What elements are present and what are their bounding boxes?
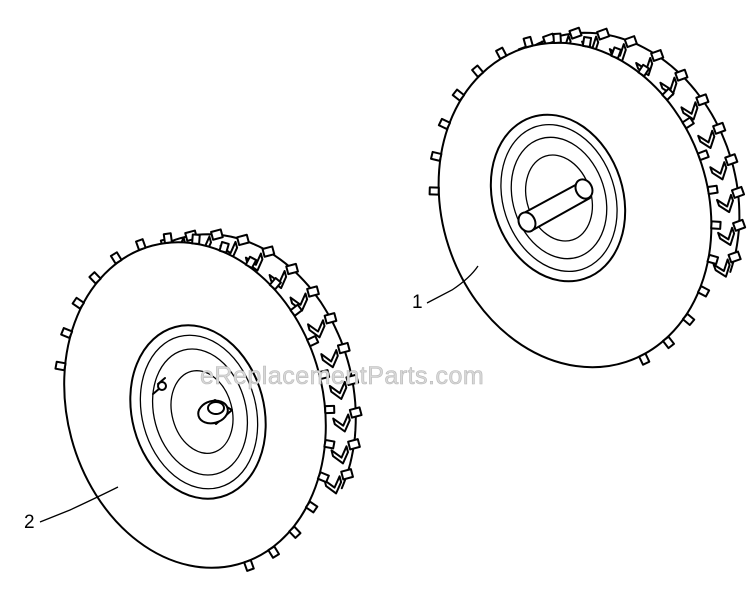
watermark-text: eReplacementParts.com <box>200 362 484 390</box>
wheel-2-rim <box>129 324 267 500</box>
callout-label-1: 1 <box>412 292 423 313</box>
wheel-2[interactable] <box>29 212 363 597</box>
wheel-1-rim <box>489 113 627 283</box>
wheel-1[interactable] <box>398 7 750 403</box>
callout-1: 1 <box>412 265 479 313</box>
wheel-2-side-lugs <box>54 232 336 572</box>
wheel-1-side-lugs <box>428 32 722 366</box>
callout-2: 2 <box>24 486 119 533</box>
wheel-2-hub <box>152 377 233 425</box>
wheel-1-axle <box>517 178 594 233</box>
wheel-2-sidewall <box>63 241 327 569</box>
callout-label-2: 2 <box>24 512 35 533</box>
